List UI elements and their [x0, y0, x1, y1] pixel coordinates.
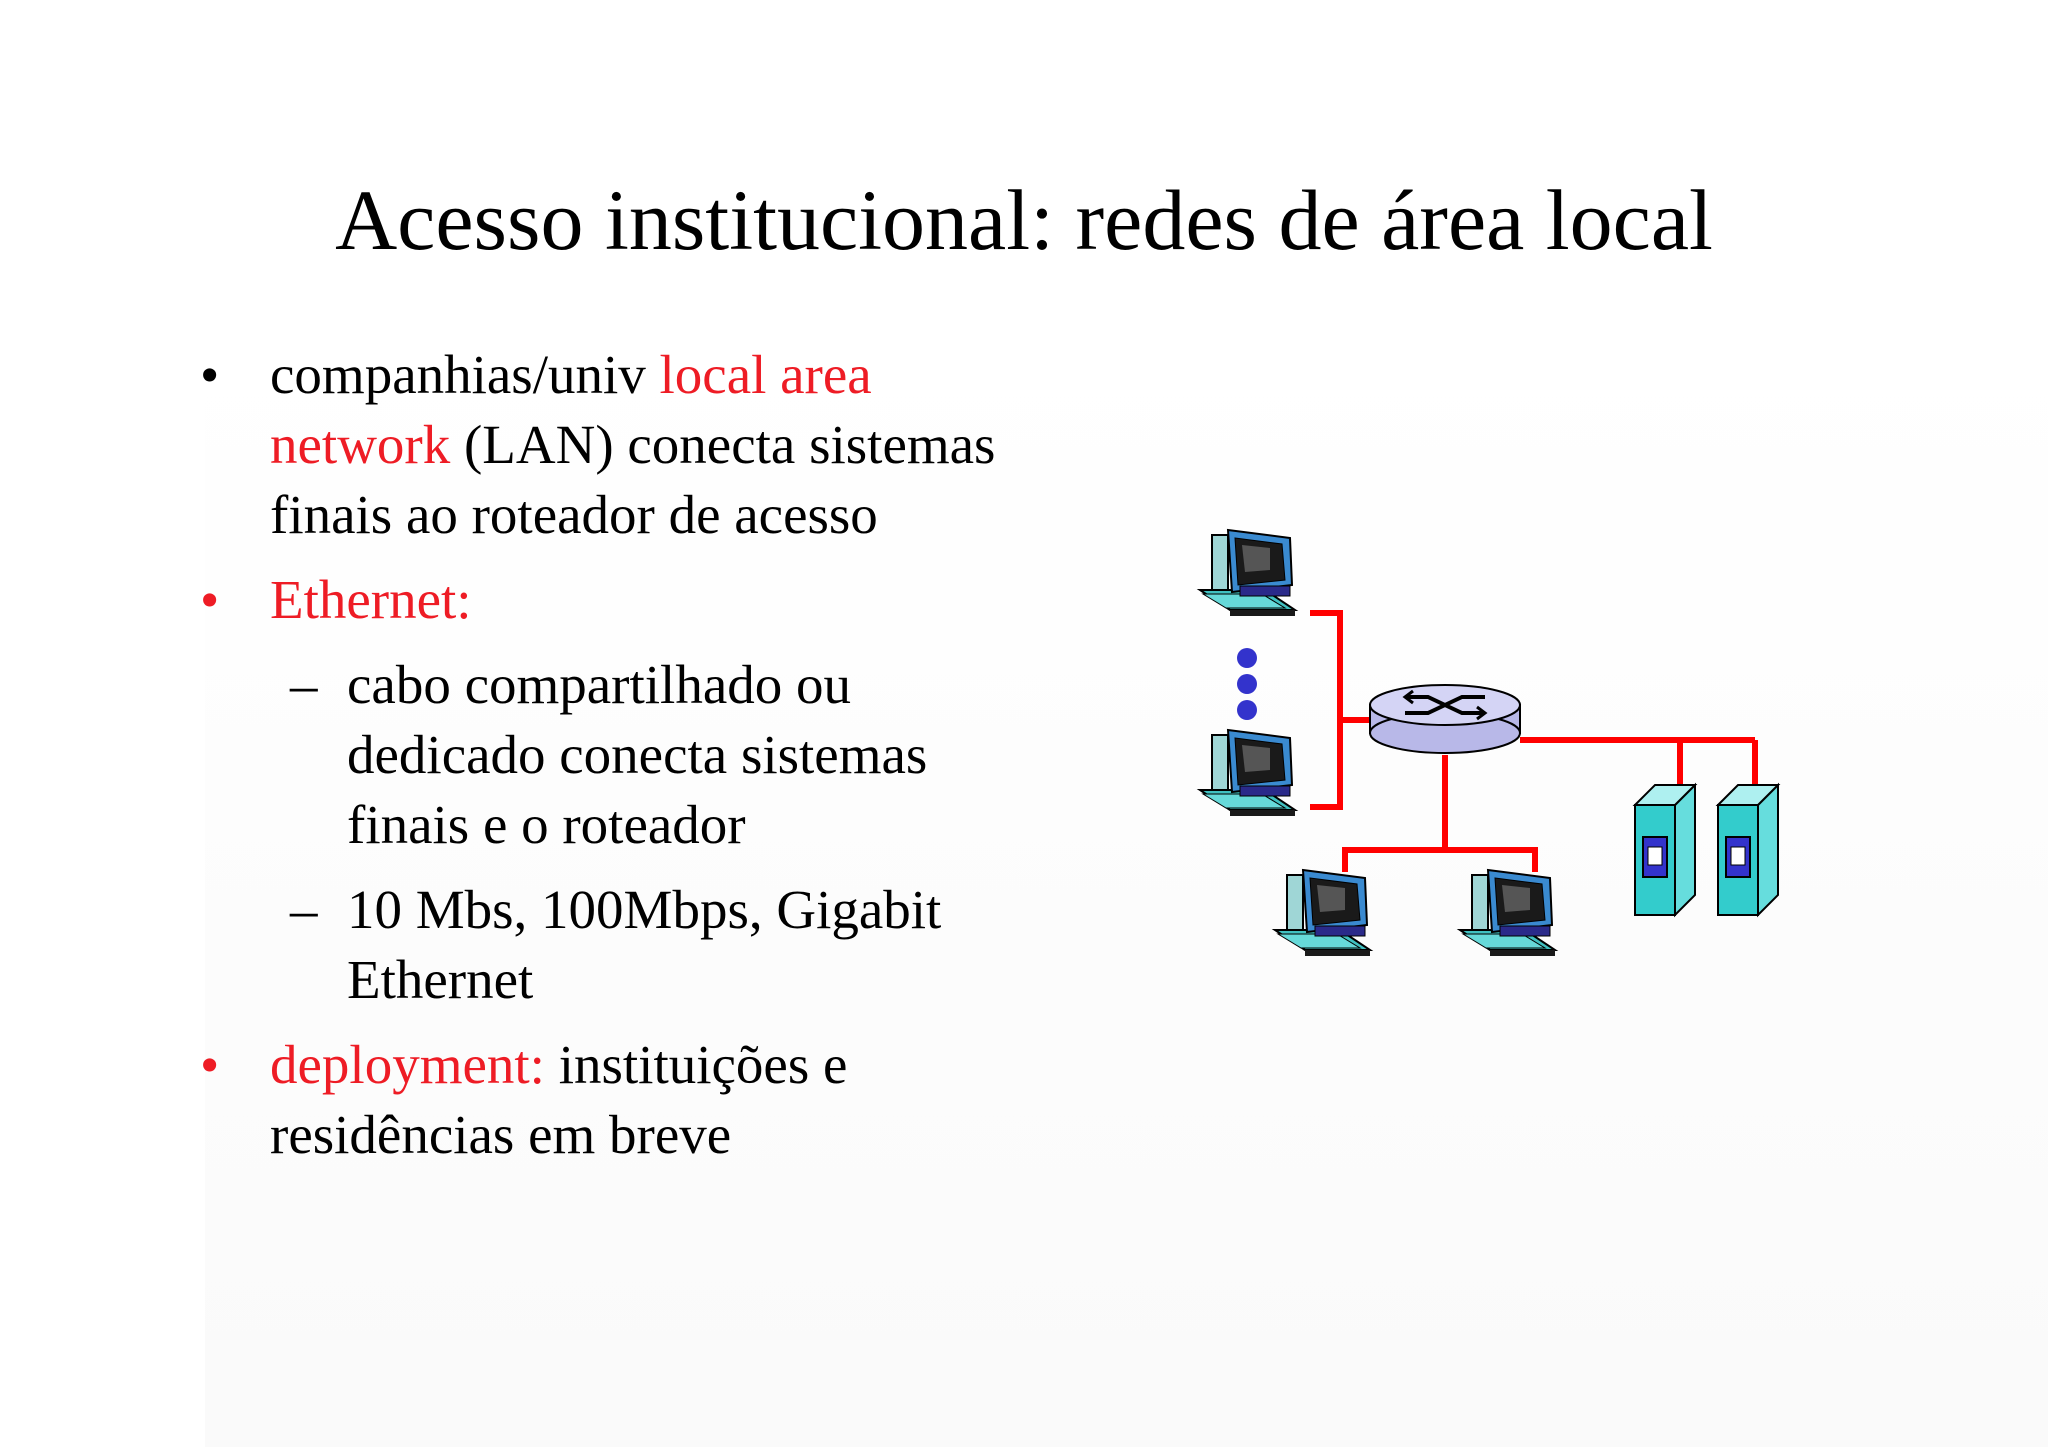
bullet-marker: • — [200, 569, 220, 630]
bullet-line: residências em breve — [270, 1104, 732, 1165]
slide-title: Acesso institucional: redes de área loca… — [335, 172, 1713, 268]
ellipsis-dots — [1237, 648, 1257, 720]
bullet-line: network (LAN) conecta sistemas — [270, 414, 996, 475]
computer-icon — [1199, 529, 1296, 617]
computer-icon — [1274, 869, 1371, 957]
bullet-list: • companhias/univ local area network (LA… — [200, 340, 1100, 1185]
computer-icon — [1459, 869, 1556, 957]
server-icon — [1634, 784, 1696, 916]
dash-marker: – — [290, 879, 318, 940]
server-icon — [1717, 784, 1779, 916]
network-links — [1310, 610, 1758, 872]
bullet-line: companhias/univ local area — [270, 344, 872, 405]
bullet-ethernet: • Ethernet: — [200, 565, 1100, 635]
sub-bullet-speeds: – 10 Mbs, 100Mbps, Gigabit Ethernet — [200, 875, 1100, 1015]
computer-icon — [1199, 729, 1296, 817]
bullet-deployment: • deployment: instituições e residências… — [200, 1030, 1100, 1170]
sub-bullet-cable: – cabo compartilhado ou dedicado conecta… — [200, 650, 1100, 860]
bullet-line: finais ao roteador de acesso — [270, 484, 878, 545]
bullet-line: Ethernet: — [270, 569, 472, 630]
bullet-lan: • companhias/univ local area network (LA… — [200, 340, 1100, 550]
bullet-marker: • — [200, 1034, 220, 1095]
lan-diagram — [1199, 529, 1779, 957]
bullet-line: deployment: instituições e — [270, 1034, 848, 1095]
dash-marker: – — [290, 654, 318, 715]
bullet-marker: • — [200, 344, 220, 405]
router-icon — [1369, 684, 1521, 754]
